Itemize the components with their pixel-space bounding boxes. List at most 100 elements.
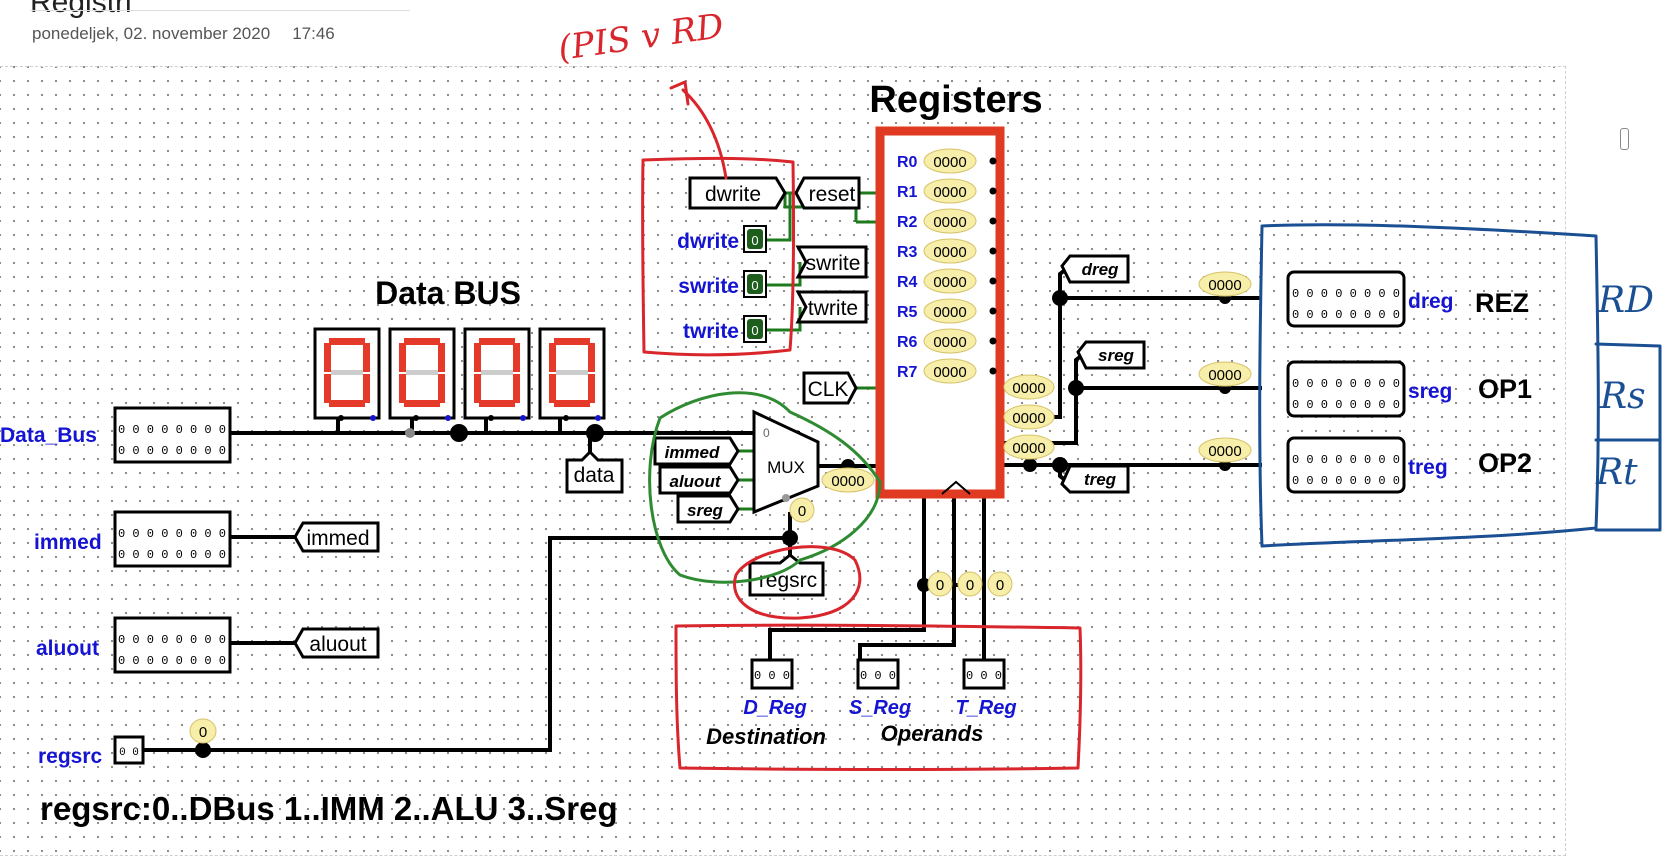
register-pin-dot	[989, 337, 997, 345]
twrite-led-value: 0	[751, 323, 758, 338]
operands-label: Operands	[881, 721, 984, 746]
treg-tunnel-label: treg	[1084, 470, 1117, 489]
digit-pin	[488, 415, 494, 421]
regsrc-input-pin[interactable]: 0 0	[113, 735, 145, 765]
sreg-wire-probe: 0000	[1208, 367, 1241, 384]
reset-tunnel-label: reset	[809, 183, 856, 206]
register-pin-dot	[989, 277, 997, 285]
bit-row: 0 0 0 0 0 0 0 0	[118, 633, 226, 647]
register-name: R1	[897, 184, 918, 201]
immed-input-pin[interactable]: 0 0 0 0 0 0 0 0 0 0 0 0 0 0 0 0	[113, 510, 232, 568]
bit-row: 0 0 0 0 0 0 0 0	[1292, 474, 1400, 488]
register-output-probes: 0000 0000 0000	[1003, 374, 1055, 460]
segment-top	[554, 338, 590, 345]
clk-tunnel[interactable]: CLK	[802, 371, 858, 405]
selector-labels: D_Reg S_Reg T_Reg	[743, 697, 1016, 719]
top-handwriting-note: (PIS v RD	[556, 6, 726, 69]
clk-tunnel-label: CLK	[808, 378, 849, 401]
write-pins: dwrite swrite twrite	[677, 230, 739, 343]
bit-row: 0 0 0 0 0 0 0 0	[1292, 398, 1400, 412]
swrite-tunnel[interactable]: swrite	[795, 245, 868, 279]
aluout-tunnel[interactable]: aluout	[293, 627, 380, 659]
register-probe	[923, 178, 977, 204]
register-probe	[923, 298, 977, 324]
immed-input-label: immed	[34, 531, 102, 554]
s-reg-pin[interactable]: 0 0 0	[856, 658, 900, 690]
swrite-led[interactable]: 0	[743, 270, 767, 298]
op2-caption: OP2	[1478, 448, 1532, 478]
dwrite-tunnel[interactable]: dwrite	[688, 176, 787, 210]
register-name: R4	[897, 274, 918, 291]
t-reg-pin[interactable]: 0 0 0	[962, 658, 1006, 690]
write-controls-box	[641, 156, 796, 357]
segment-bottom-left	[324, 374, 331, 403]
bit-row: 0 0 0 0 0 0 0 0	[1292, 287, 1400, 301]
data-bus-input-pin[interactable]: 0 0 0 0 0 0 0 0 0 0 0 0 0 0 0 0	[113, 406, 232, 464]
register-probe	[923, 238, 977, 264]
mux-input-sreg: sreg	[687, 501, 724, 520]
rez-caption: REZ	[1475, 288, 1529, 318]
sreg-output-label: sreg	[1408, 380, 1452, 403]
bit-row: 0 0 0 0 0 0 0 0	[118, 548, 226, 562]
dwrite-tunnel-label: dwrite	[705, 183, 761, 206]
seven-seg-digit	[313, 327, 381, 421]
segment-top-right	[438, 343, 445, 372]
bit-row: 0 0 0 0 0 0 0 0	[118, 527, 226, 541]
segment-middle-off	[406, 370, 438, 375]
twrite-led[interactable]: 0	[743, 315, 767, 343]
immed-tunnel[interactable]: immed	[293, 521, 380, 553]
regsrc-annotation-circle	[733, 545, 862, 620]
digit-dp	[595, 415, 601, 421]
s-reg-label: S_Reg	[849, 697, 911, 719]
dwrite-pin-label: dwrite	[677, 230, 739, 253]
destination-label: Destination	[706, 724, 826, 749]
immed-tunnel-label: immed	[306, 527, 369, 550]
mux[interactable]: MUX 0	[752, 409, 820, 515]
d-reg-pin[interactable]: 0 0 0	[750, 658, 794, 690]
data-tunnel[interactable]: data	[565, 449, 624, 494]
digit-pin	[338, 415, 344, 421]
mux-annotation-loop	[648, 391, 882, 584]
mux-input-immed: immed	[665, 443, 720, 462]
data-bus-title: Data BUS	[375, 275, 521, 311]
scroll-handle[interactable]	[1620, 128, 1629, 150]
swrite-pin-label: swrite	[678, 275, 739, 298]
regsrc-bits: 0 0	[119, 747, 139, 759]
aluout-input-pin[interactable]: 0 0 0 0 0 0 0 0 0 0 0 0 0 0 0 0	[113, 616, 232, 674]
register-name: R7	[897, 364, 918, 381]
selector-probe: 0	[996, 577, 1004, 594]
treg-output-pin: 0 0 0 0 0 0 0 0 0 0 0 0 0 0 0 0	[1286, 436, 1406, 494]
bit-row: 0 0 0 0 0 0 0 0	[118, 654, 226, 668]
reset-tunnel[interactable]: reset	[794, 176, 861, 210]
segment-top	[329, 338, 365, 345]
swrite-tunnel-label: swrite	[806, 252, 861, 275]
dreg-wire-probe: 0000	[1208, 277, 1241, 294]
register-pin-dot	[989, 307, 997, 315]
register-output-probe: 0000	[1012, 440, 1045, 457]
register-value: 0000	[933, 214, 966, 231]
digit-dp	[520, 415, 526, 421]
sreg-tunnel[interactable]: sreg	[1076, 340, 1146, 370]
dreg-tunnel[interactable]: dreg	[1060, 254, 1130, 284]
register-clock-triangle	[941, 480, 971, 495]
annotation-arrow	[669, 80, 728, 180]
bit-row: 0 0 0 0 0 0 0 0	[118, 444, 226, 458]
regsrc-probe-value: 0	[199, 724, 207, 741]
register-probe	[923, 358, 977, 384]
dwrite-led[interactable]: 0	[743, 225, 767, 253]
register-value: 0000	[933, 184, 966, 201]
mux-select-probe: 0	[789, 497, 815, 523]
segment-middle-off	[331, 370, 363, 375]
register-value: 0000	[933, 364, 966, 381]
segment-bottom	[479, 400, 515, 407]
twrite-tunnel[interactable]: twrite	[795, 290, 868, 324]
segment-middle-off	[481, 370, 513, 375]
regsrc-tunnel[interactable]: regsrc	[748, 553, 825, 597]
mux-input-tunnels[interactable]: immed aluout sreg	[653, 436, 740, 524]
treg-tunnel[interactable]: treg	[1060, 464, 1130, 494]
register-value: 0000	[933, 334, 966, 351]
